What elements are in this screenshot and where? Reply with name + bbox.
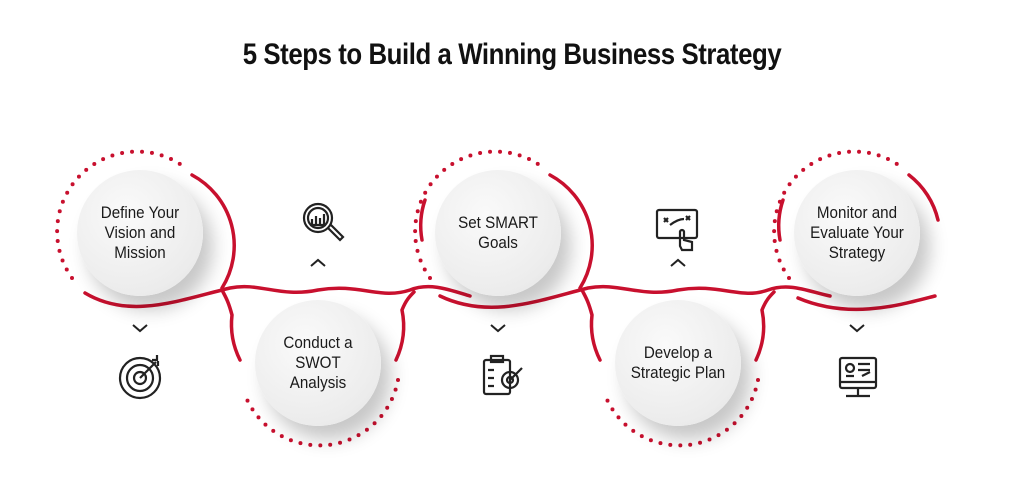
dashboard-monitor-icon — [838, 356, 878, 398]
dotted-arc-4 — [603, 378, 760, 448]
step-2-circle: Conduct a SWOT Analysis — [255, 300, 381, 426]
step-5-circle: Monitor and Evaluate Your Strategy — [794, 170, 920, 296]
wave-3 — [796, 294, 937, 312]
step-2-label: Conduct a SWOT Analysis — [283, 334, 353, 392]
dotted-arc-1 — [55, 149, 182, 280]
dotted-arc-2 — [243, 378, 400, 448]
step-5-label: Monitor and Evaluate Your Strategy — [810, 204, 904, 262]
solid-arc-2-left — [220, 288, 242, 362]
dotted-arc-3 — [413, 149, 540, 280]
solid-arc-4-right — [754, 290, 776, 362]
solid-arc-5 — [907, 173, 940, 222]
dotted-arc-5 — [772, 149, 899, 280]
step-4-label: Develop a Strategic Plan — [630, 344, 726, 382]
solid-arc-4-left — [580, 288, 602, 362]
step-3-label: Set SMART Goals — [458, 214, 538, 252]
chevron-up-icon — [310, 258, 326, 267]
chevron-down-icon — [132, 324, 148, 333]
solid-arc-top5-left — [776, 198, 785, 242]
solid-arc-2-right — [394, 290, 416, 362]
step-4-circle: Develop a Strategic Plan — [615, 300, 741, 426]
solid-arc-1 — [190, 173, 236, 290]
wave-1 — [83, 284, 472, 309]
chevron-up-icon — [670, 258, 686, 267]
magnifier-chart-icon — [302, 202, 345, 242]
clipboard-target-icon — [482, 354, 523, 396]
step-1-label: Define Your Vision and Mission — [100, 204, 180, 262]
step-3-circle: Set SMART Goals — [435, 170, 561, 296]
touchscreen-plan-icon — [655, 208, 699, 252]
chevron-down-icon — [849, 324, 865, 333]
solid-arc-3 — [548, 173, 594, 290]
solid-arc-top3-left — [418, 198, 427, 242]
target-icon — [118, 355, 162, 400]
wave-2 — [438, 284, 832, 309]
page-title: 5 Steps to Build a Winning Business Stra… — [242, 38, 782, 71]
step-1-circle: Define Your Vision and Mission — [77, 170, 203, 296]
chevron-down-icon — [490, 324, 506, 333]
